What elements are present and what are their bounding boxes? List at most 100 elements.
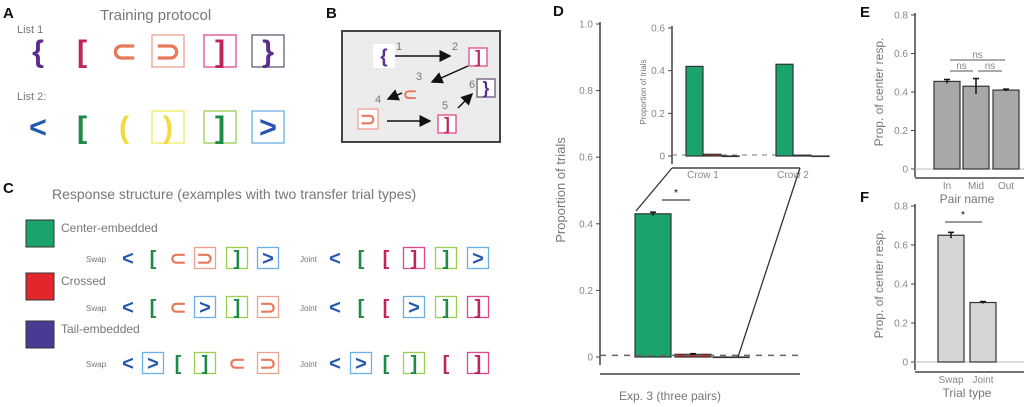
symbol-b-close: > <box>466 246 490 270</box>
y-tick-label: 0.4 <box>894 88 908 99</box>
symbol-o-close: ⊃ <box>256 295 280 319</box>
symbol-glyph: > <box>262 248 274 270</box>
symbol-glyph: ⊂ <box>111 35 136 69</box>
symbol-g-close: ] <box>203 110 237 145</box>
symbol-box <box>437 114 457 134</box>
symbol-box <box>256 295 280 319</box>
symbol-glyph: } <box>483 79 490 98</box>
symbol-o-close: ⊃ <box>357 108 379 131</box>
symbol-glyph: } <box>262 35 274 69</box>
y-tick-label: 0 <box>659 152 665 163</box>
symbol-y-open: ( <box>119 111 130 145</box>
y-tick-label: 0.4 <box>579 219 593 230</box>
legend-label: Tail-embedded <box>61 322 140 336</box>
y-tick-label: 0.8 <box>579 86 593 97</box>
symbol-b-open: < <box>122 297 134 319</box>
symbol-glyph: ] <box>475 297 482 319</box>
symbol-glyph: { <box>32 35 44 69</box>
step-4: 4 <box>375 94 381 106</box>
symbol-o-close: ⊃ <box>193 246 217 270</box>
symbol-r-open: [ <box>383 248 390 270</box>
symbol-g-close: ] <box>225 246 249 270</box>
x-axis-label: Trial type <box>943 386 992 400</box>
symbol-glyph: ⊂ <box>403 85 417 104</box>
symbol-o-close: ⊃ <box>151 34 185 69</box>
symbol-b-close: > <box>141 351 165 375</box>
symbol-p-close: } <box>476 78 496 98</box>
symbol-glyph: > <box>408 297 420 319</box>
symbol-glyph: ⊃ <box>260 297 277 319</box>
y-axis-label: Prop. of center resp. <box>872 38 886 147</box>
step-1: 1 <box>396 41 402 53</box>
symbol-glyph: { <box>380 47 387 68</box>
symbol-g-close: ] <box>434 295 458 319</box>
symbol-glyph: ] <box>202 353 209 375</box>
symbol-o-close: ⊃ <box>256 351 280 375</box>
symbol-glyph: [ <box>175 353 182 375</box>
symbol-glyph: ] <box>234 297 241 319</box>
symbol-g-close: ] <box>225 295 249 319</box>
symbol-box <box>251 34 285 68</box>
y-tick-label: 0.2 <box>651 109 665 120</box>
step-5: 5 <box>442 100 448 112</box>
symbol-box <box>225 295 249 319</box>
symbol-b-open: < <box>122 248 134 270</box>
symbol-box <box>402 351 426 375</box>
symbol-g-open: [ <box>150 248 157 270</box>
y-tick-label: 0.6 <box>894 241 908 252</box>
x-tick-label: Mid <box>968 181 984 192</box>
significance-label: ns <box>985 61 996 72</box>
inset-bar-crossed <box>793 154 812 157</box>
significance-label: * <box>961 210 965 221</box>
symbol-g-open: [ <box>150 297 157 319</box>
symbol-g-close: ] <box>434 246 458 270</box>
symbol-glyph: ] <box>443 248 450 270</box>
symbol-glyph: < <box>122 353 134 375</box>
swap-label: Swap <box>86 360 107 369</box>
panel-label-e: E <box>860 4 870 21</box>
symbol-glyph: [ <box>383 353 390 375</box>
significance-label: * <box>674 188 678 199</box>
list1-label: List 1 <box>17 24 43 36</box>
symbol-glyph: < <box>122 297 134 319</box>
symbol-glyph: [ <box>358 297 365 319</box>
symbol-glyph: ⊃ <box>360 110 376 131</box>
symbol-box <box>402 295 426 319</box>
symbol-box <box>193 246 217 270</box>
symbol-b-open: < <box>329 248 341 270</box>
symbol-glyph: ] <box>215 35 225 69</box>
symbol-glyph: [ <box>383 297 390 319</box>
y-axis-label: Prop. of center resp. <box>872 230 886 339</box>
symbol-o-open: ⊂ <box>170 297 187 319</box>
symbol-y-close: ) <box>151 110 185 145</box>
symbol-b-open: < <box>329 353 341 375</box>
symbol-box <box>251 110 285 144</box>
symbol-glyph: [ <box>150 297 157 319</box>
inset-bar-center-embedded <box>775 63 794 157</box>
symbol-glyph: ⊂ <box>170 248 187 270</box>
symbol-g-open: [ <box>358 297 365 319</box>
symbol-box <box>468 47 488 67</box>
symbol-r-close: ] <box>402 246 426 270</box>
inset-bar-tail-embedded <box>721 155 740 158</box>
symbol-glyph: > <box>147 353 159 375</box>
symbol-glyph: < <box>329 353 341 375</box>
significance-label: ns <box>956 61 967 72</box>
symbol-box <box>434 246 458 270</box>
symbol-p-close: } <box>251 34 285 69</box>
symbol-b-open: < <box>329 297 341 319</box>
list1-symbols: {[⊂⊃]} <box>32 34 285 69</box>
swap-label: Swap <box>86 304 107 313</box>
symbol-glyph: ] <box>411 353 418 375</box>
symbol-box <box>141 351 165 375</box>
swap-label: Swap <box>86 255 107 264</box>
symbol-glyph: ] <box>234 248 241 270</box>
symbol-r-close: ] <box>468 47 488 67</box>
legend-label: Crossed <box>61 274 106 288</box>
x-axis-label: Pair name <box>940 192 995 206</box>
symbol-glyph: ⊃ <box>260 353 277 375</box>
